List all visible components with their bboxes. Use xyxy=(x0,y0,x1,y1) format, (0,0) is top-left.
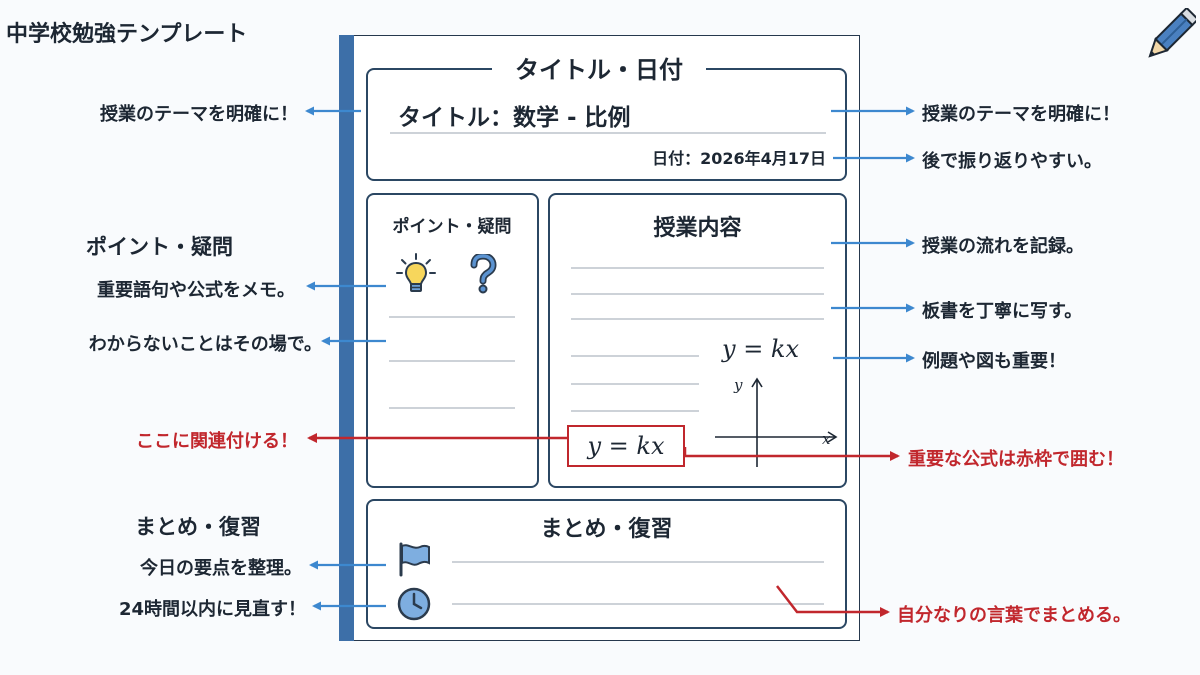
content-section-title: 授業内容 xyxy=(653,216,742,241)
content-note-line xyxy=(571,355,699,357)
right-note-own-words: 自分なりの言葉でまとめる。 xyxy=(897,605,1131,626)
right-note-board: 板書を丁寧に写す。 xyxy=(922,301,1083,322)
left-heading-summary: まとめ・復習 xyxy=(135,515,261,539)
summary-note-line xyxy=(452,603,824,605)
right-note-examples: 例題や図も重要！ xyxy=(922,351,1066,372)
page-title: 中学校勉強テンプレート xyxy=(6,22,248,47)
notebook-binding xyxy=(339,35,354,641)
header-section-title: タイトル・日付 xyxy=(492,54,706,86)
lesson-date: 日付：2026年4月17日 xyxy=(652,149,826,168)
summary-note-line xyxy=(452,561,824,563)
left-note-organize: 今日の要点を整理。 xyxy=(140,558,302,579)
content-note-line xyxy=(571,410,699,412)
right-note-reflect: 後で振り返りやすい。 xyxy=(922,151,1102,172)
points-note-line xyxy=(389,407,515,409)
y-axis-label: y xyxy=(734,376,743,394)
lesson-title: タイトル：数学 - 比例 xyxy=(398,105,631,131)
x-axis-label: x xyxy=(822,430,831,448)
points-note-line xyxy=(389,360,515,362)
flag-icon xyxy=(399,542,430,577)
clock-icon xyxy=(397,587,431,621)
summary-section-title: まとめ・復習 xyxy=(540,517,673,542)
coordinate-axes xyxy=(715,377,838,467)
left-heading-points: ポイント・疑問 xyxy=(86,235,233,259)
left-note-memo: 重要語句や公式をメモ。 xyxy=(97,280,295,301)
header-section xyxy=(366,68,847,181)
content-note-line xyxy=(571,318,824,320)
boxed-formula: y = kx xyxy=(567,425,685,467)
left-note-review: 24時間以内に見直す！ xyxy=(118,599,306,620)
right-note-theme: 授業のテーマを明確に！ xyxy=(922,104,1120,125)
left-note-theme: 授業のテーマを明確に！ xyxy=(100,104,298,125)
left-note-unknown: わからないことはその場で。 xyxy=(88,334,322,355)
content-note-line xyxy=(571,267,824,269)
left-note-relate: ここに関連付ける！ xyxy=(136,431,298,452)
content-note-line xyxy=(571,383,699,385)
question-mark-icon xyxy=(470,254,497,294)
lightbulb-icon xyxy=(396,253,436,292)
points-section-title: ポイント・疑問 xyxy=(392,217,512,237)
summary-section xyxy=(366,499,847,629)
right-note-formula-box: 重要な公式は赤枠で囲む！ xyxy=(908,449,1124,470)
content-note-line xyxy=(571,293,824,295)
right-note-flow: 授業の流れを記録。 xyxy=(922,236,1084,257)
title-underline xyxy=(390,132,826,134)
pencil-icon xyxy=(1148,8,1196,58)
proportion-formula: y = kx xyxy=(722,335,800,363)
points-section xyxy=(366,193,539,488)
points-note-line xyxy=(389,316,515,318)
